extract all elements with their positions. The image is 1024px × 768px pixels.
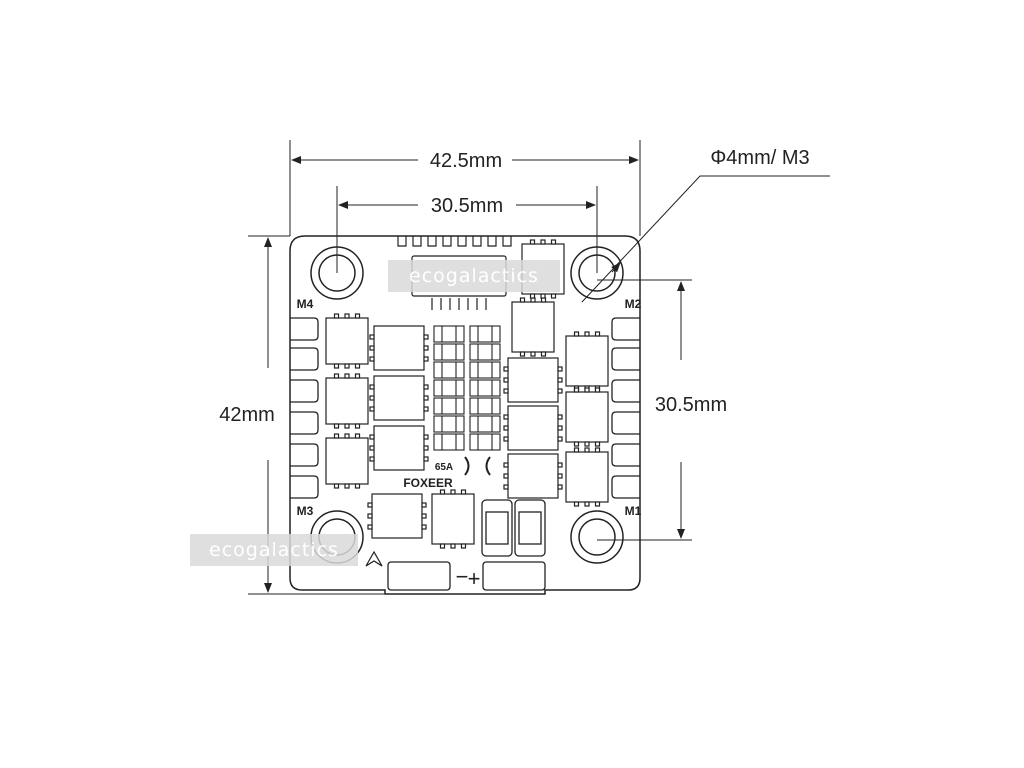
motor-pads-right [611, 317, 640, 499]
current-rating: 65A [435, 462, 453, 473]
motor-pads-left [290, 317, 319, 499]
mosfet-chip [565, 447, 609, 507]
mosfet-chip [369, 375, 429, 421]
top-connector-pins [397, 236, 512, 247]
dimension-lines [248, 140, 830, 595]
overall-width-label: 42.5mm [430, 150, 502, 172]
battery-positive-symbol: + [468, 566, 481, 591]
svg-text:ecogalactics: ecogalactics [409, 265, 539, 287]
mosfet-chip [503, 357, 563, 403]
svg-text:ecogalactics: ecogalactics [209, 539, 339, 561]
mosfet-chip [325, 433, 369, 489]
battery-negative-symbol: − [456, 564, 469, 589]
overall-height-label: 42mm [219, 404, 275, 426]
battery-pads [387, 561, 546, 591]
orientation-arrow-icon [365, 550, 383, 567]
mosfet-chips [325, 239, 609, 549]
mounting-hole-m1 [570, 510, 624, 564]
capacitor-arrays [433, 325, 501, 451]
mosfet-chip [511, 297, 555, 357]
mosfet-chip [325, 313, 369, 369]
mosfet-chip [503, 453, 563, 499]
capacitor-column [433, 325, 465, 451]
hole-spacing-width-label: 30.5mm [431, 195, 503, 217]
bulk-capacitors [481, 499, 546, 557]
hole-spec-label: Φ4mm/ M3 [710, 147, 809, 169]
battery-pad-negative [387, 561, 451, 591]
watermark-bottom: ecogalactics [190, 534, 358, 566]
foxeer-logo-icon [464, 456, 491, 476]
mosfet-chip [367, 493, 427, 539]
watermark-top: ecogalactics [388, 260, 560, 292]
mosfet-chip [565, 331, 609, 391]
mosfet-chip [369, 325, 429, 371]
motor-label-m2: M2 [625, 297, 642, 311]
board-outline [289, 235, 641, 595]
motor-label-m3: M3 [297, 504, 314, 518]
motor-label-m4: M4 [297, 297, 314, 311]
bulk-capacitor-2 [514, 499, 546, 557]
mosfet-chip [369, 425, 429, 471]
battery-pad-positive [482, 561, 546, 591]
hole-spacing-height-label: 30.5mm [655, 394, 727, 416]
mosfet-chip [565, 387, 609, 447]
mosfet-chip [431, 489, 475, 549]
bulk-capacitor-1 [481, 499, 513, 557]
mosfet-chip [325, 373, 369, 429]
capacitor-column [469, 325, 501, 451]
brand-name: FOXEER [403, 476, 453, 490]
motor-label-m1: M1 [625, 504, 642, 518]
mosfet-chip [503, 405, 563, 451]
board [289, 235, 641, 595]
